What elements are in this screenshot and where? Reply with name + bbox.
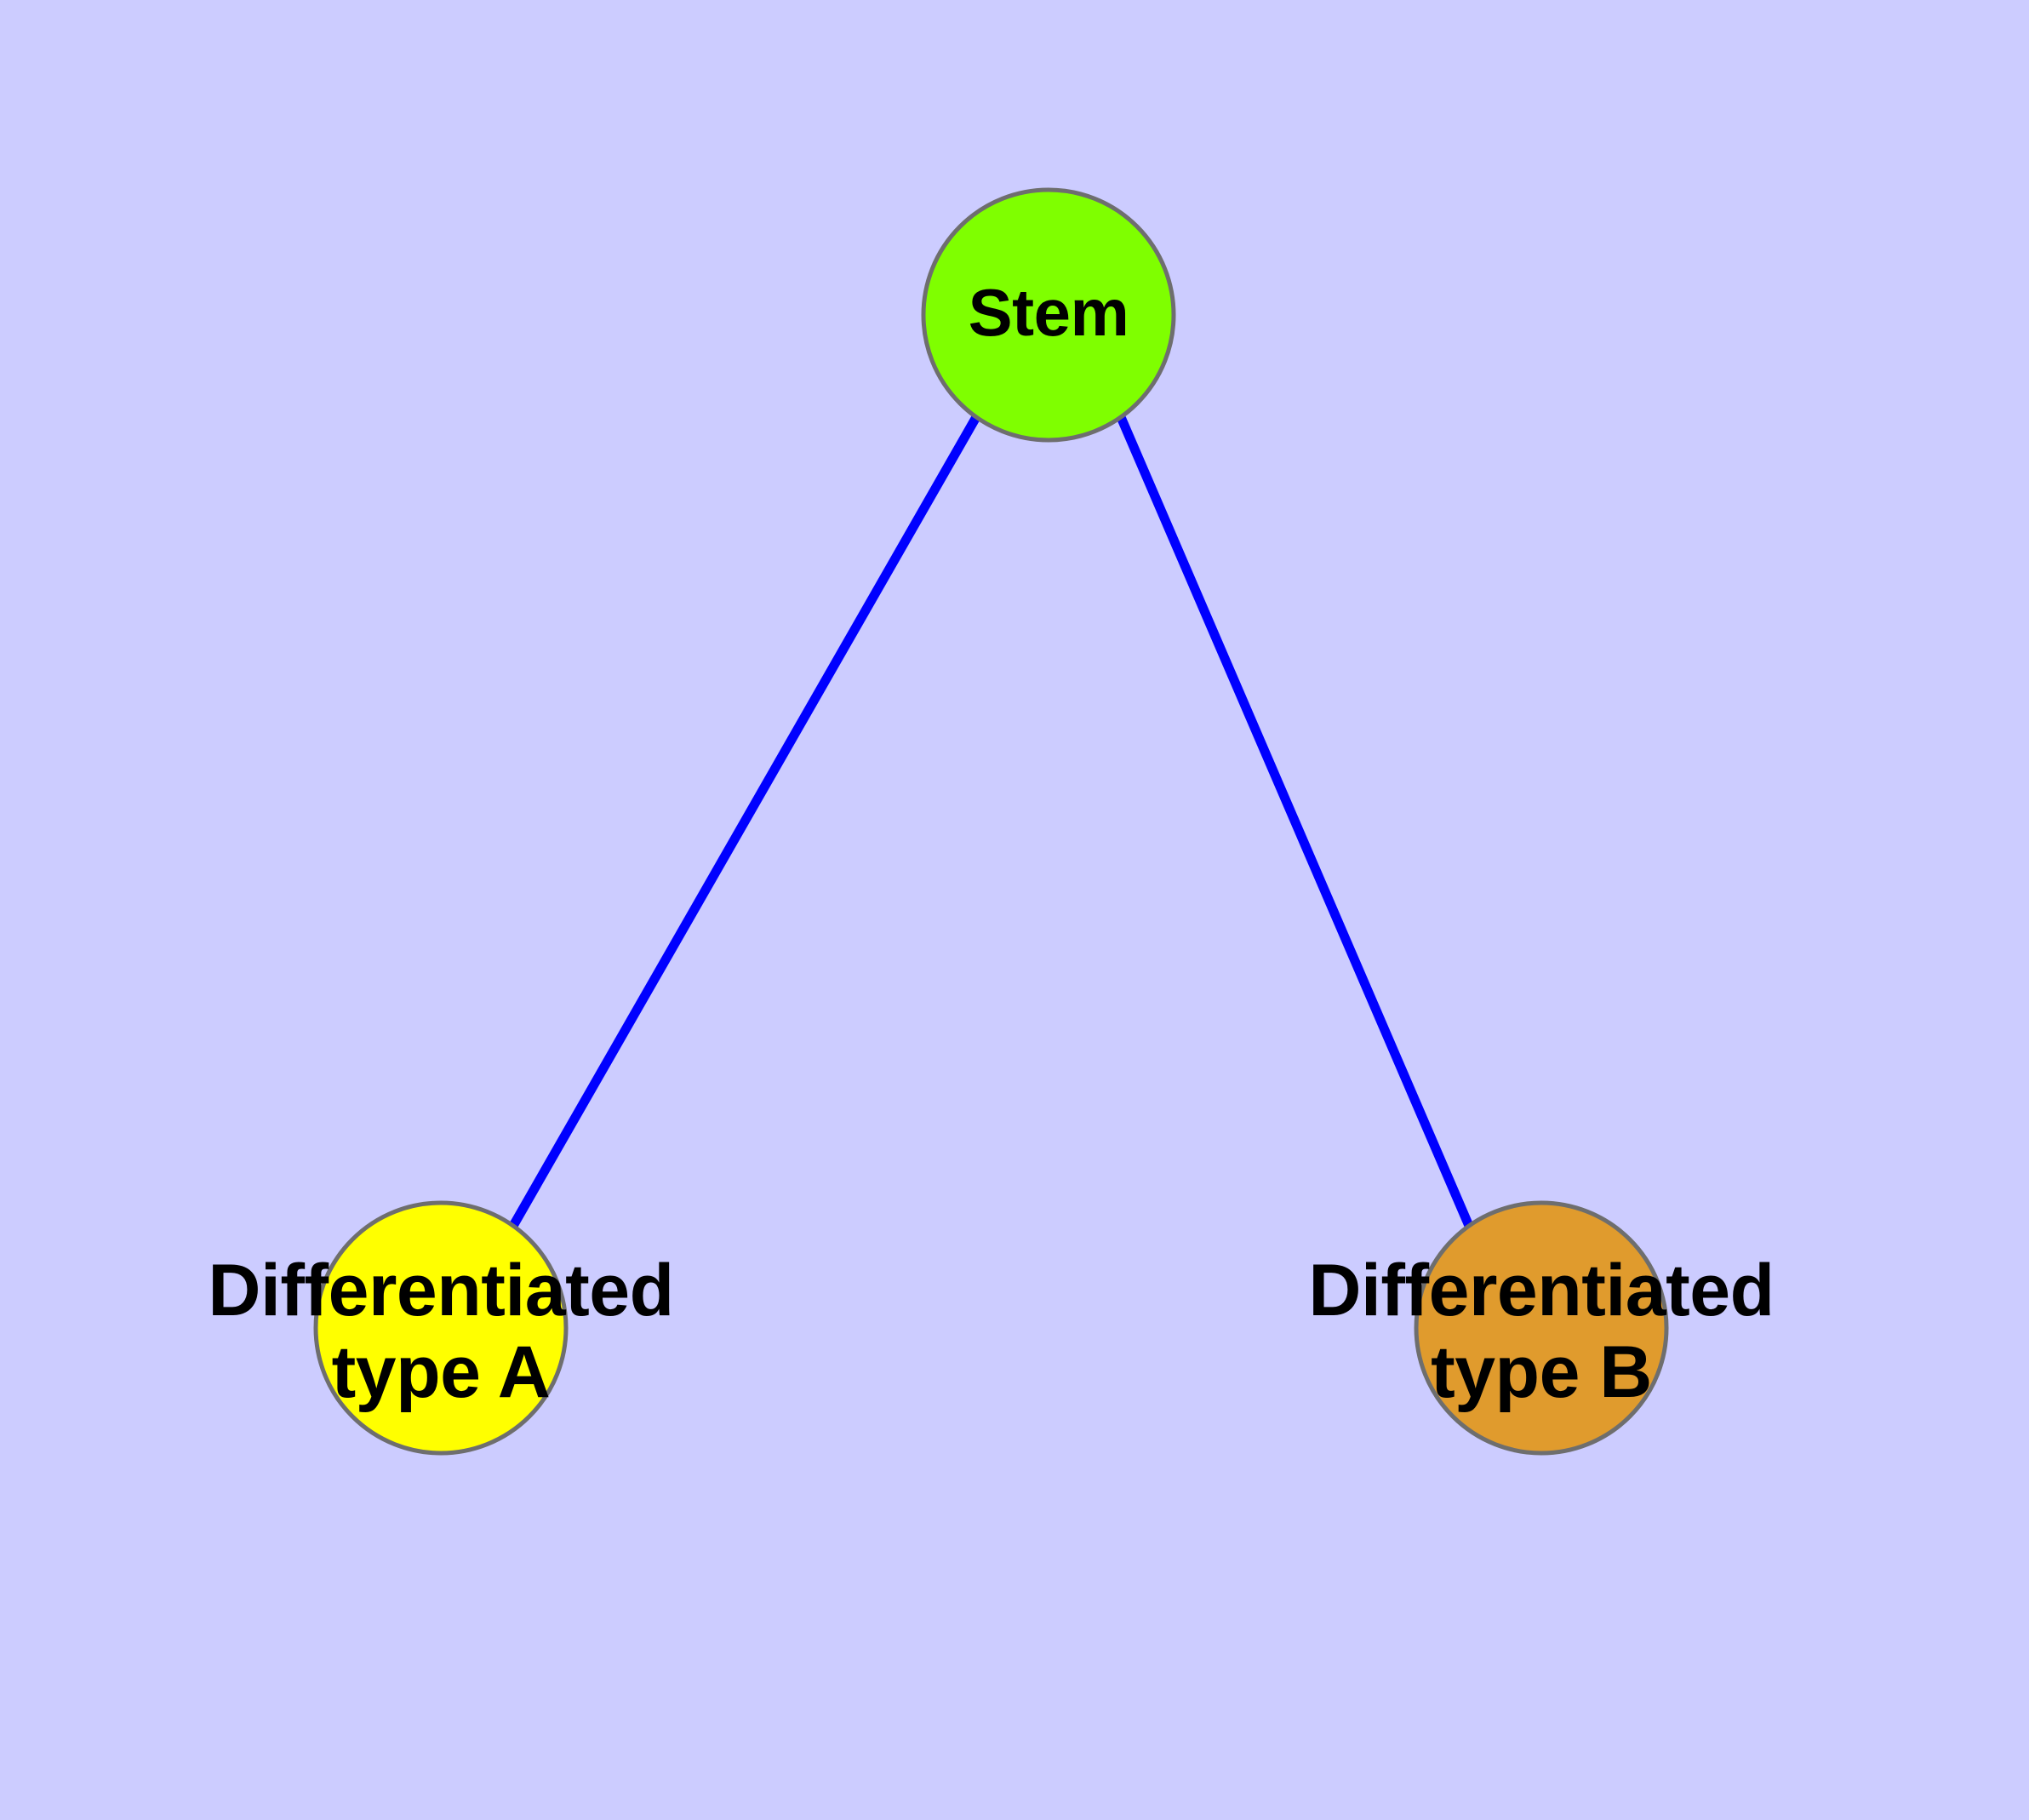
- edge-layer: [509, 415, 1474, 1228]
- edge-stem-to-differentiated-type-b[interactable]: [1116, 415, 1474, 1228]
- node-stem[interactable]: [921, 187, 1176, 443]
- node-differentiated-type-b[interactable]: [1414, 1200, 1669, 1456]
- node-layer: [313, 187, 1669, 1456]
- edge-stem-to-differentiated-type-a[interactable]: [509, 415, 980, 1228]
- node-differentiated-type-a[interactable]: [313, 1200, 569, 1456]
